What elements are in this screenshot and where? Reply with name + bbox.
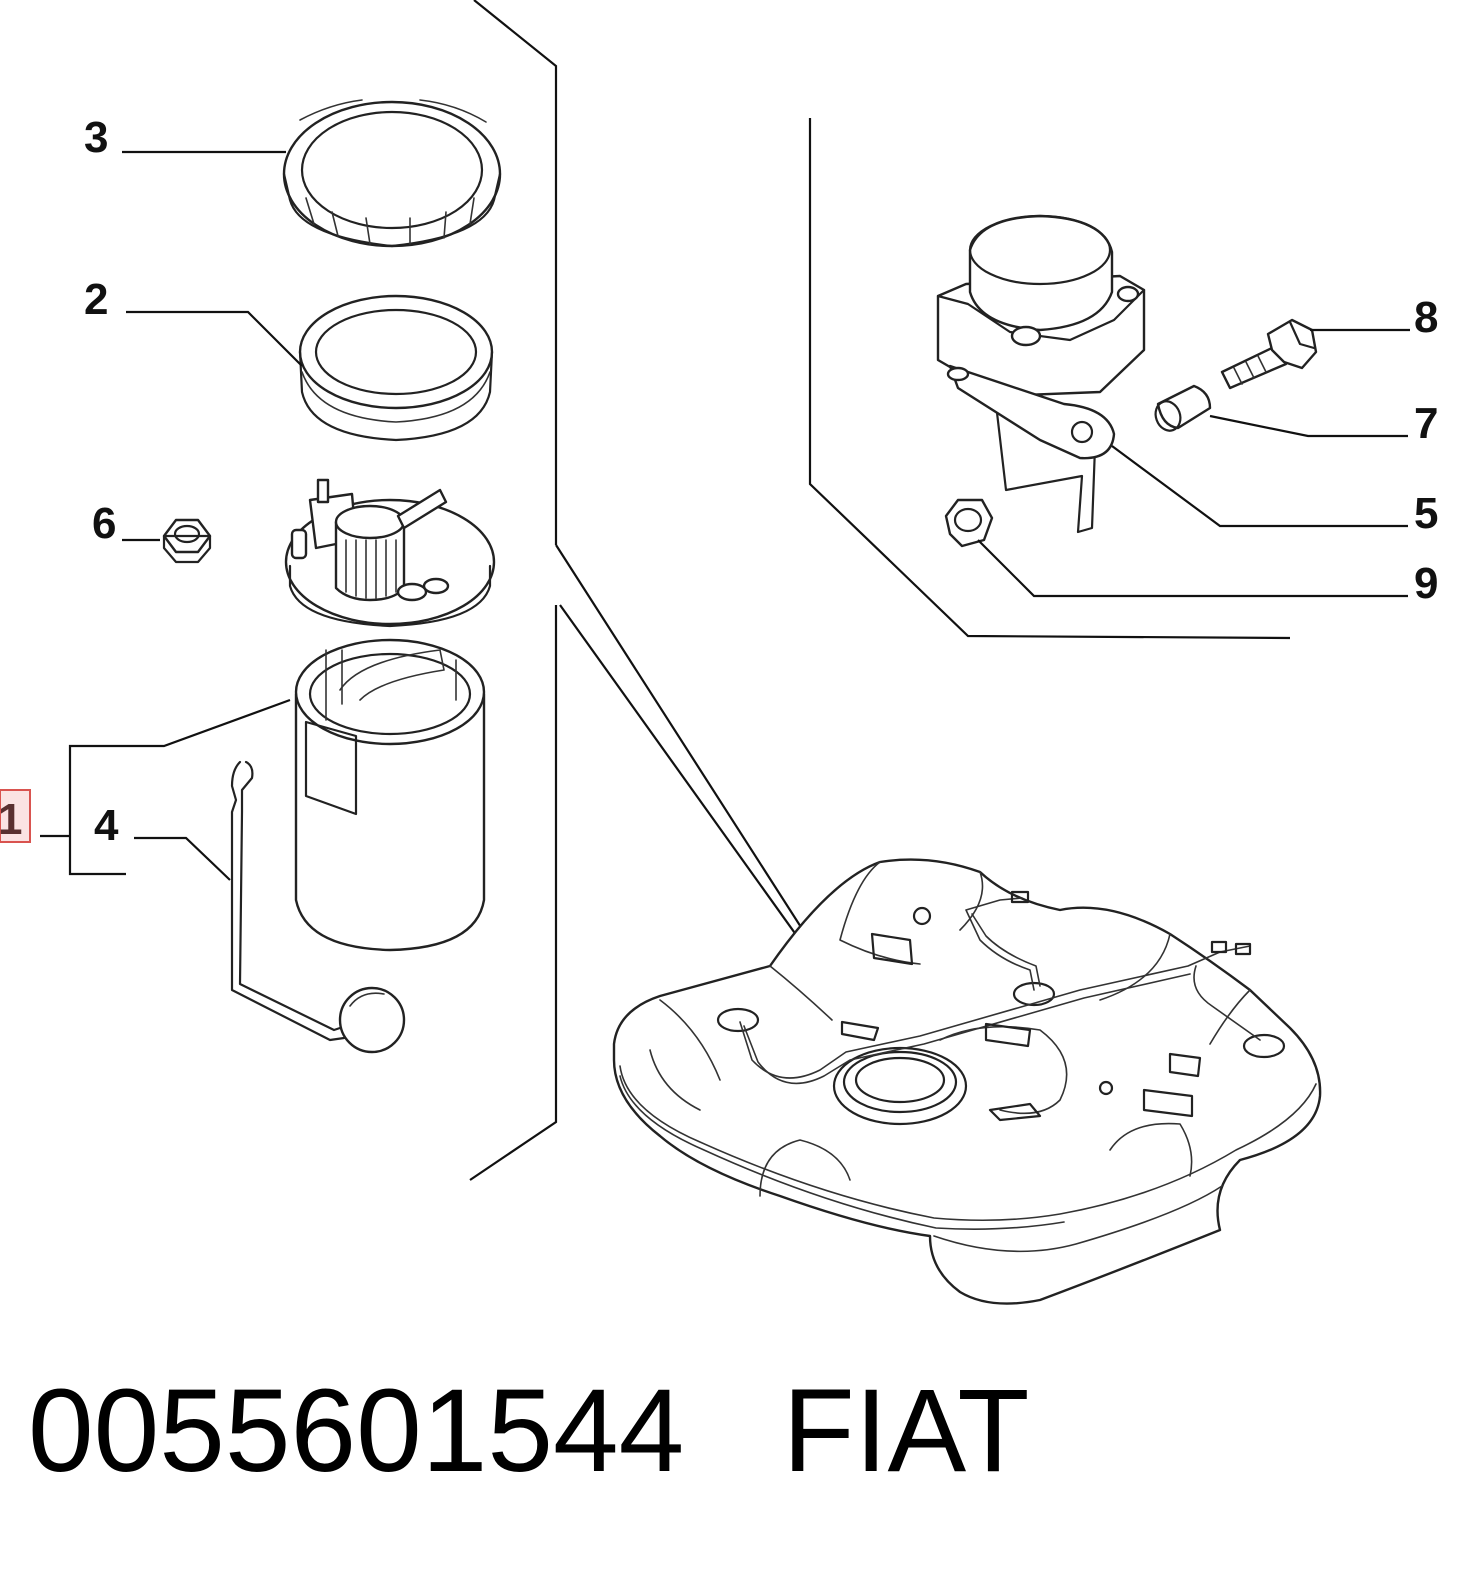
leader-4 — [134, 836, 231, 881]
locking-ring-part — [282, 99, 502, 248]
bushing-part-7 — [1154, 384, 1212, 432]
fuel-pump-module-part — [284, 478, 496, 952]
bracket-group-frame — [808, 118, 1291, 640]
callout-7: 7 — [1414, 399, 1438, 448]
callout-1: 1 — [0, 795, 22, 844]
leader-9 — [977, 539, 1408, 598]
level-sensor-float-part — [230, 760, 406, 1054]
part-number: 0055601544 — [28, 1365, 685, 1497]
leader-7 — [1209, 414, 1408, 438]
pump-group-frame — [469, 0, 558, 1181]
nut-part-9 — [944, 498, 994, 548]
callout-8: 8 — [1414, 293, 1438, 342]
callout-2: 2 — [84, 275, 108, 324]
leader-2 — [126, 310, 303, 367]
callout-labels: 3 2 6 1 4 8 7 5 9 — [0, 113, 1438, 850]
callout-6: 6 — [92, 499, 116, 548]
seal-ring-part — [298, 294, 494, 442]
callout-9: 9 — [1414, 559, 1438, 608]
callout-4: 4 — [94, 801, 119, 850]
callout-5: 5 — [1414, 489, 1438, 538]
callout-1-highlight-box — [0, 789, 31, 843]
sensor-bracket-part — [936, 214, 1146, 534]
brand-name: FIAT — [782, 1365, 1030, 1497]
part-caption: 0055601544 FIAT — [28, 1372, 1030, 1490]
nut-part-6 — [162, 518, 212, 564]
bolt-part-8 — [1220, 318, 1318, 390]
callout-leaders — [40, 150, 1410, 881]
fuel-tank — [612, 858, 1322, 1305]
leader-5 — [1111, 445, 1408, 528]
leader-1-bracket — [68, 698, 291, 876]
callout-3: 3 — [84, 113, 108, 162]
